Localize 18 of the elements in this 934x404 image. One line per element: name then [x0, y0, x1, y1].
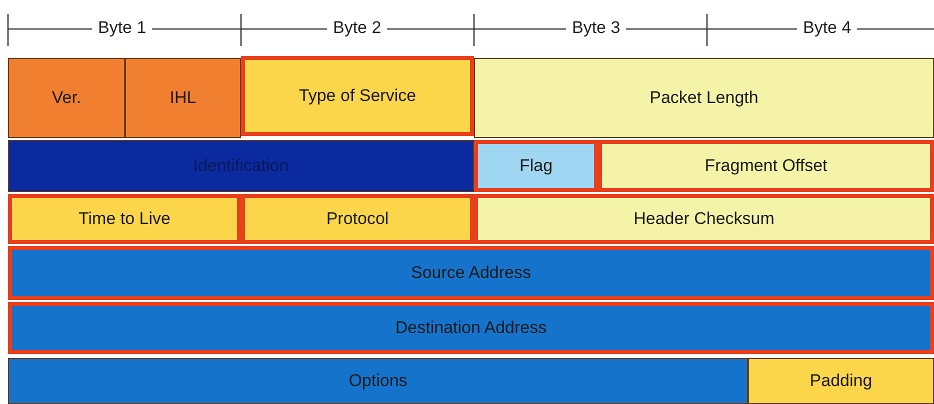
header-field: Padding: [748, 358, 934, 404]
header-field: Packet Length: [474, 58, 934, 138]
header-field: Source Address: [8, 246, 934, 300]
header-field: Ver.: [8, 58, 125, 138]
byte-label: Byte 3: [566, 18, 626, 38]
byte-label: Byte 4: [797, 18, 858, 38]
header-field: Type of Service: [241, 56, 474, 136]
header-field: Destination Address: [8, 302, 934, 354]
header-field: Fragment Offset: [598, 140, 934, 192]
byte-label: Byte 1: [92, 18, 152, 38]
header-field: IHL: [125, 58, 241, 138]
header-field: Flag: [474, 140, 598, 192]
header-field: Header Checksum: [474, 194, 934, 244]
header-field: Identification: [8, 140, 474, 192]
header-field: Protocol: [241, 194, 474, 244]
byte-label: Byte 2: [327, 18, 388, 38]
header-field: Time to Live: [8, 194, 241, 244]
header-field: Options: [8, 358, 748, 404]
